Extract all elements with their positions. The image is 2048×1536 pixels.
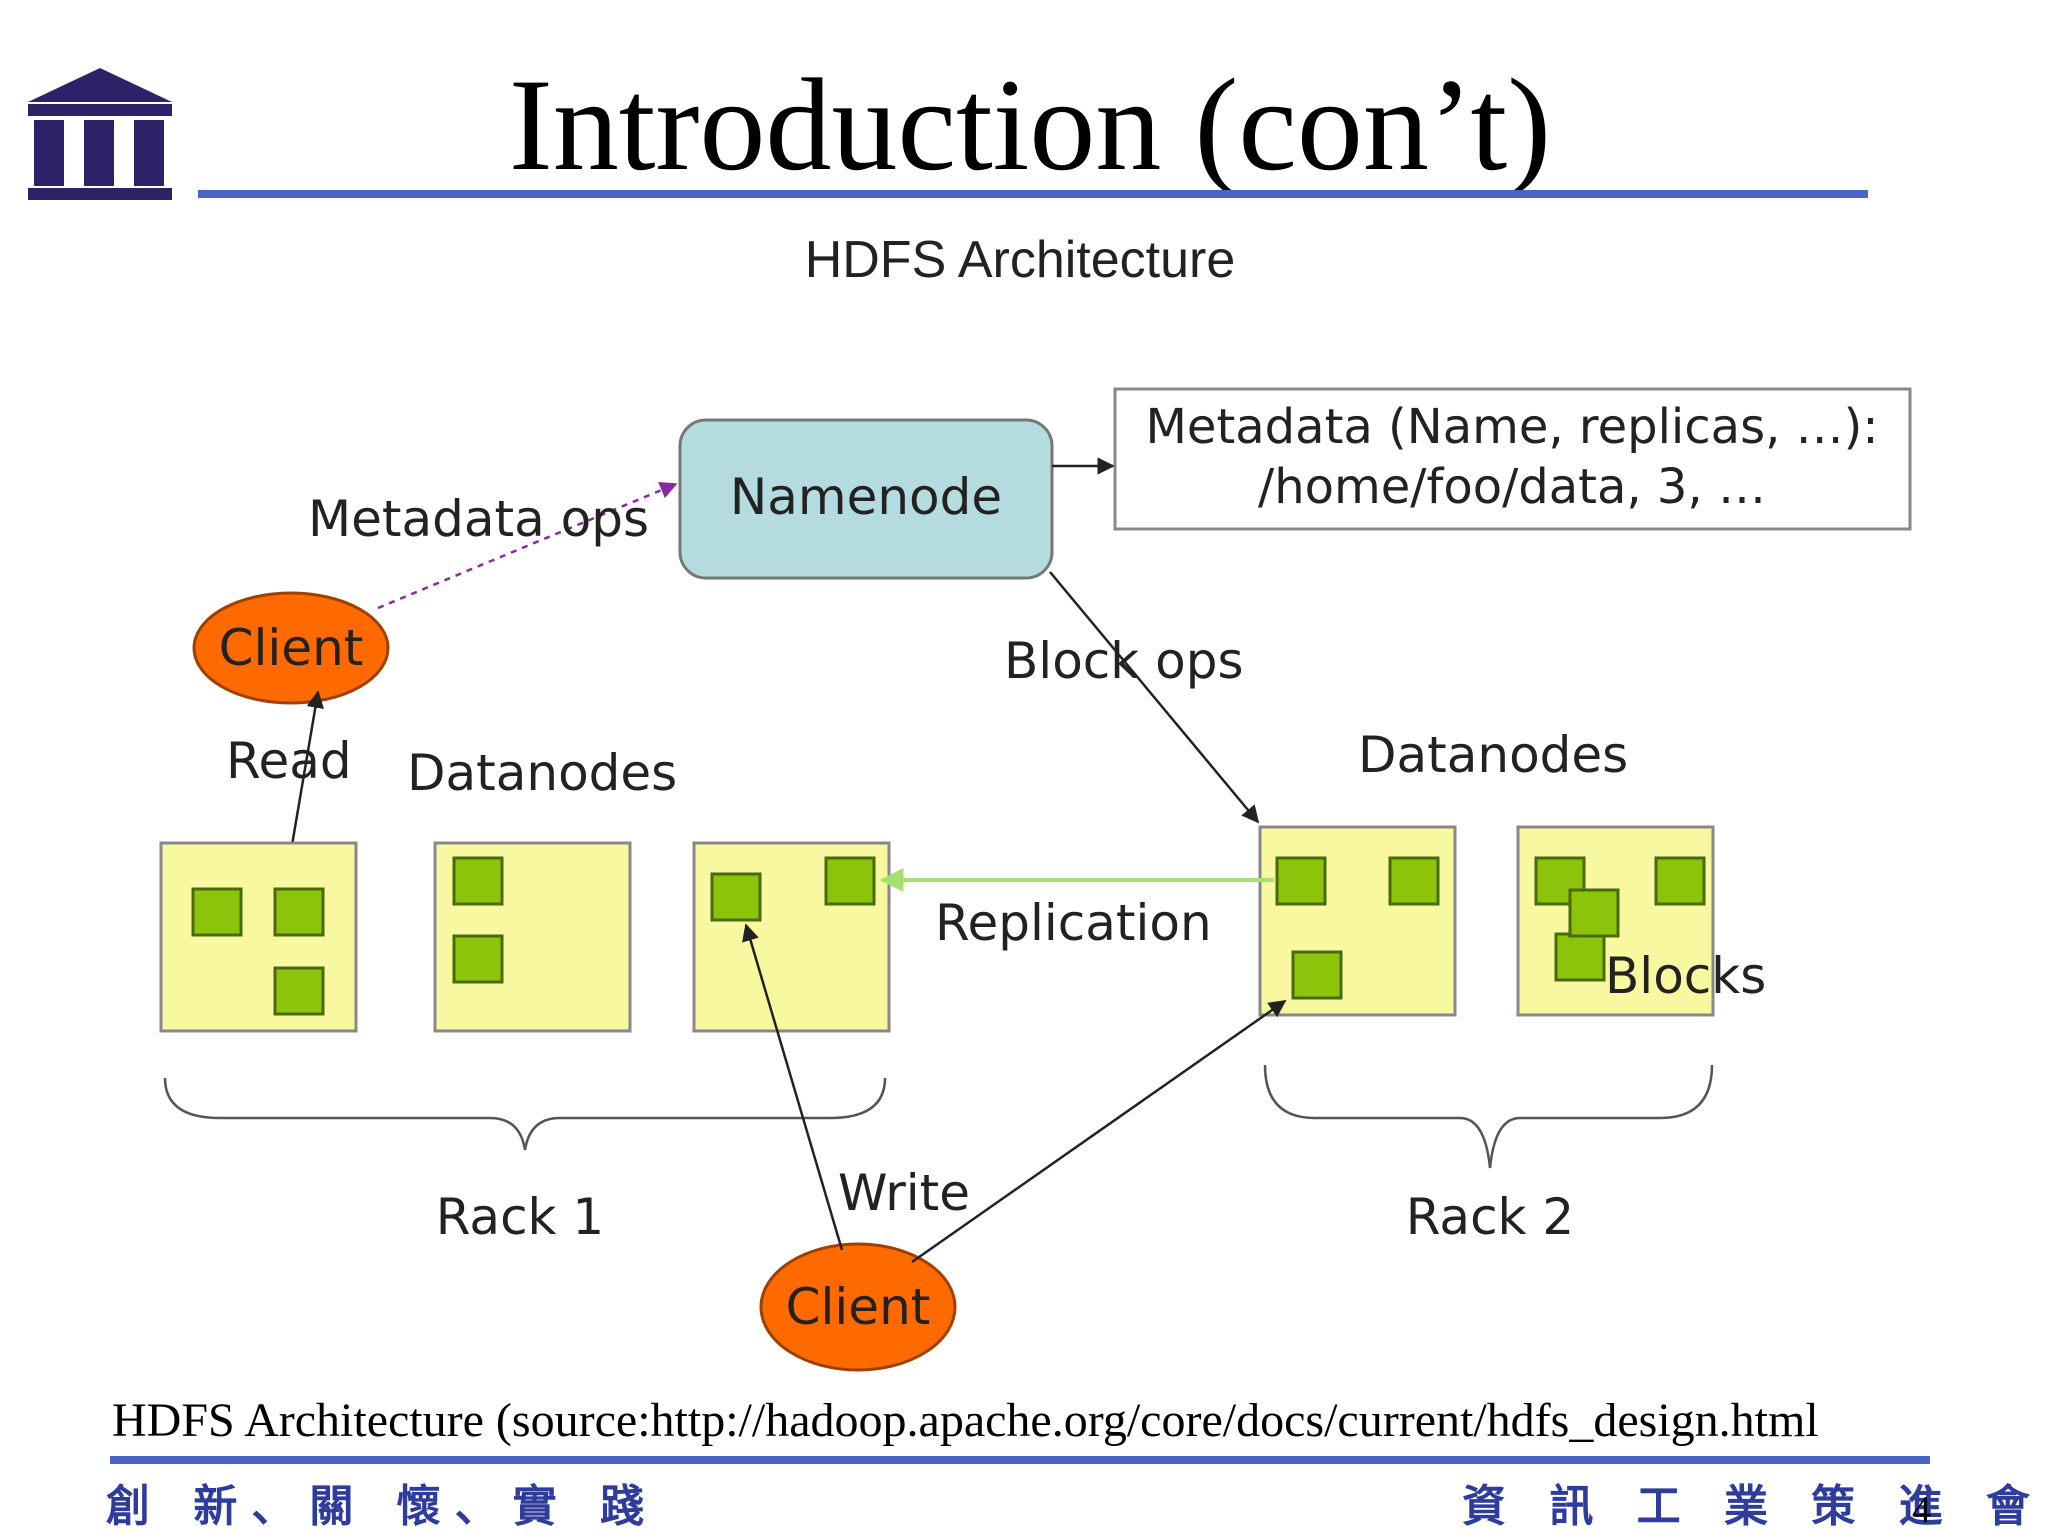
block	[710, 872, 762, 922]
source-caption: HDFS Architecture (source:http://hadoop.…	[112, 1394, 1819, 1447]
rack2-brace	[1263, 1064, 1714, 1169]
metadata-line1: Metadata (Name, replicas, …):	[1146, 399, 1879, 455]
rack1-label: Rack 1	[436, 1188, 604, 1246]
block	[452, 934, 504, 984]
replication-label: Replication	[935, 894, 1212, 952]
page-number: 4	[1912, 1489, 1931, 1531]
namenode-box	[678, 418, 1054, 580]
block	[273, 887, 325, 937]
block	[824, 856, 876, 906]
write-arrow-rack2	[911, 999, 1287, 1264]
title-divider	[198, 190, 1868, 198]
client-top-label: Client	[219, 619, 364, 677]
diagram-title: HDFS Architecture	[804, 231, 1236, 289]
block	[1568, 888, 1620, 938]
blocks-label: Blocks	[1605, 947, 1766, 1005]
namenode-label: Namenode	[730, 468, 1002, 526]
footer-motto-left: 創 新、關 懷、實 踐	[106, 1481, 658, 1532]
datanodes-right-label: Datanodes	[1358, 726, 1628, 784]
write-arrow-rack1	[742, 923, 844, 1251]
client-bottom-label: Client	[786, 1278, 931, 1336]
block	[1654, 856, 1706, 906]
rack1-brace	[163, 1077, 887, 1151]
metadata-line2: /home/foo/data, 3, …	[1258, 459, 1766, 515]
datanodes-left-label: Datanodes	[407, 744, 677, 802]
datanode-box	[1258, 825, 1457, 1017]
datanode-box	[159, 841, 358, 1033]
metadata-box	[1113, 387, 1912, 531]
footer-divider	[110, 1456, 1930, 1464]
block	[1291, 950, 1343, 1000]
footer-motto-right: 資 訊 工 業 策 進 會	[1462, 1481, 2044, 1532]
write-label: Write	[838, 1164, 970, 1222]
block	[1388, 856, 1440, 906]
read-label: Read	[226, 732, 352, 790]
rack2-label: Rack 2	[1406, 1188, 1574, 1246]
institution-logo-icon	[28, 68, 172, 200]
block-ops-label: Block ops	[1004, 632, 1244, 690]
slide-title: Introduction (con’t)	[508, 51, 1552, 198]
metadata-ops-label: Metadata ops	[308, 490, 649, 548]
block	[1554, 932, 1606, 982]
read-arrow	[288, 690, 324, 858]
block	[1534, 856, 1586, 906]
client-bottom	[759, 1242, 957, 1372]
client-top	[192, 591, 390, 705]
block	[191, 887, 243, 937]
block	[452, 856, 504, 906]
block	[1275, 856, 1327, 906]
metadata-ops-arrow	[377, 481, 678, 610]
block-ops-arrow	[1049, 571, 1260, 824]
block	[273, 966, 325, 1016]
